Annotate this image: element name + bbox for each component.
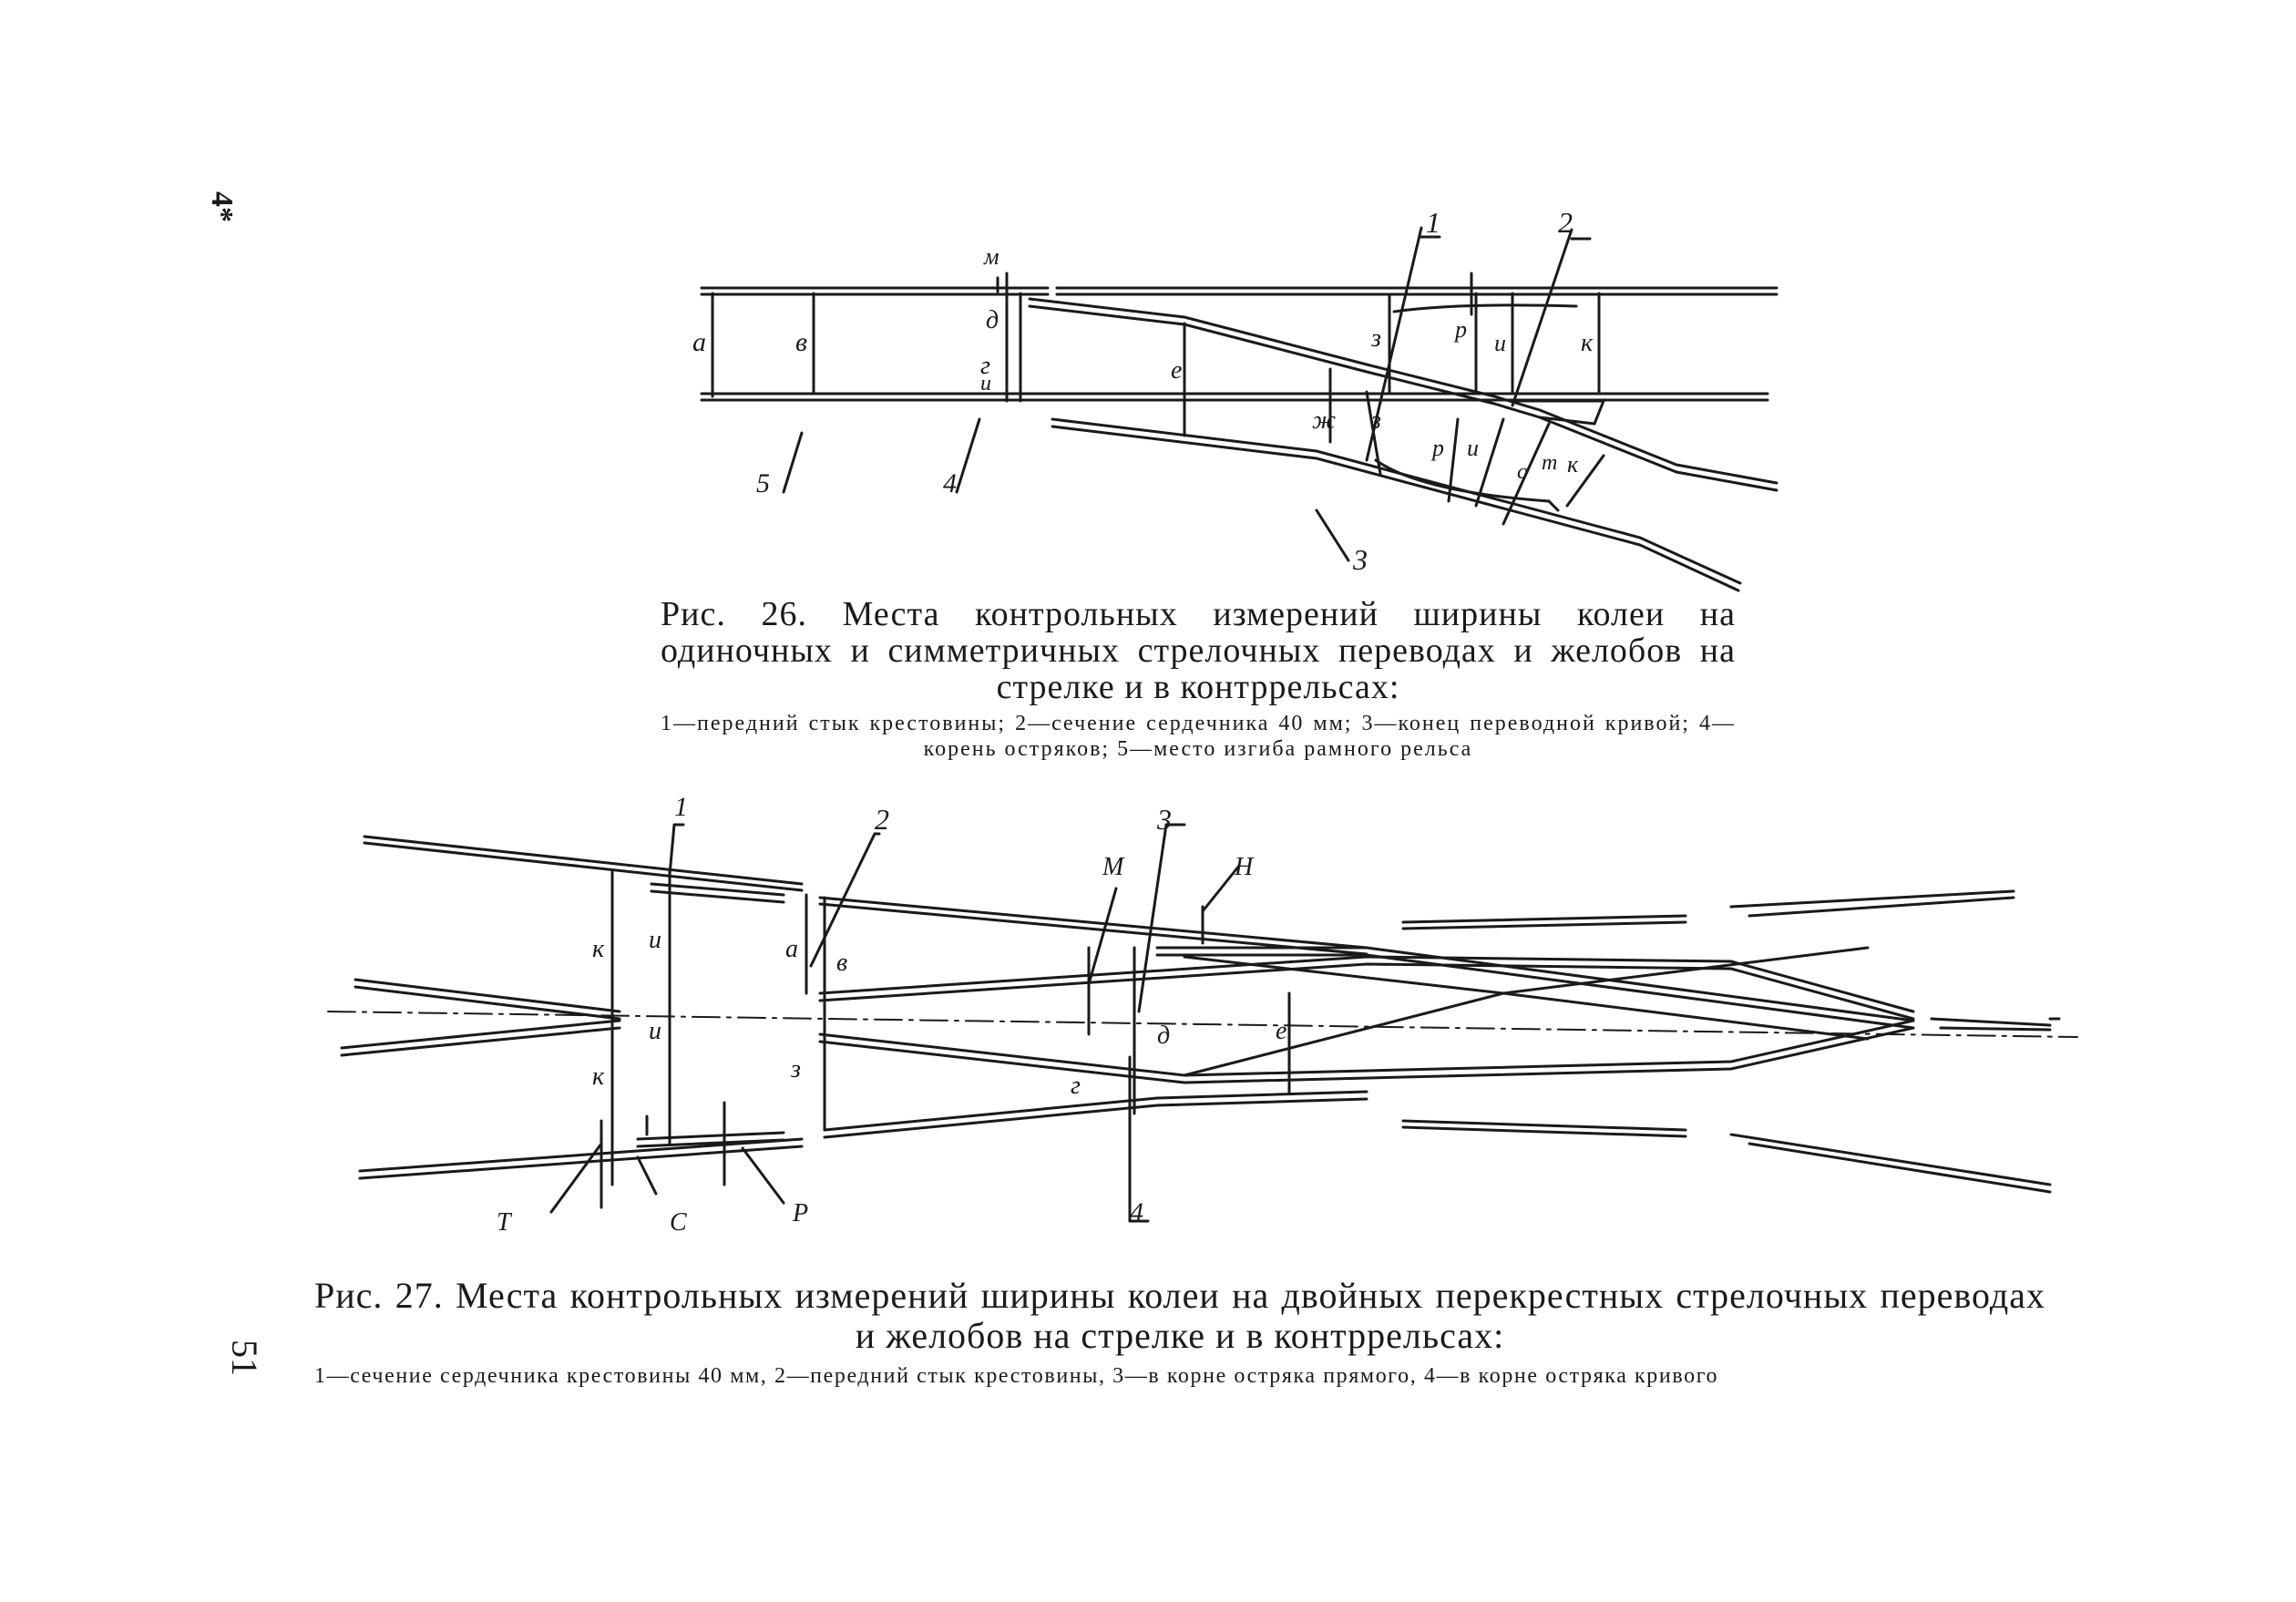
dimension-label-k: к	[592, 1063, 605, 1091]
dimension-label-i: и	[649, 926, 661, 954]
dimension-label-i: и	[980, 372, 991, 395]
dimension-label-z: з	[1370, 324, 1381, 353]
dimension-label-e: е	[1276, 1017, 1286, 1045]
dimension-label-s: с	[1517, 460, 1527, 484]
rail	[650, 882, 785, 904]
dimension-label-k: к	[1567, 451, 1579, 478]
dimension-label-zh: ж	[1312, 406, 1336, 435]
callout-3: 3	[1156, 803, 1172, 836]
dimension-label-r: р	[1453, 316, 1467, 343]
dimension-label-d: д	[986, 306, 999, 334]
rail	[818, 1019, 1915, 1084]
rail	[358, 1090, 1368, 1180]
dimension-label-i: и	[1467, 435, 1479, 461]
dimension-label-i: и	[649, 1017, 661, 1045]
dimension-label-v: в	[795, 327, 807, 357]
dimension-label-e: е	[1171, 356, 1182, 385]
dimension-label-P: Р	[792, 1199, 808, 1227]
callout-3: 3	[1352, 543, 1368, 576]
rail	[1930, 1017, 2061, 1032]
rail	[1183, 946, 1870, 1077]
dimension-label-a: а	[785, 935, 798, 963]
callout-2: 2	[875, 803, 889, 836]
leader-line	[549, 823, 1241, 1223]
dimension-label-k: к	[592, 935, 605, 963]
rail	[1401, 1119, 2052, 1194]
dimension-label-g: г	[1071, 1072, 1081, 1100]
figure-26-caption: Рис. 26. Места контрольных измерений шир…	[661, 595, 1736, 706]
dimension-line	[711, 272, 1605, 526]
dimension-label-z: з	[1370, 406, 1381, 435]
dimension-label-T: Т	[497, 1208, 513, 1237]
figure-27-legend: 1—сечение сердечника крестовины 40 мм, 2…	[314, 1364, 1719, 1388]
dimension-label-r: р	[1430, 435, 1444, 461]
rail	[636, 1131, 785, 1148]
dimension-label-M: М	[1102, 853, 1125, 881]
dimension-label-t: т	[1542, 451, 1557, 475]
rail	[1401, 889, 2015, 930]
dimension-label-a: а	[692, 327, 706, 357]
figure-26-legend: 1—передний стык крестовины; 2—сечение се…	[661, 712, 1736, 761]
rail	[1374, 458, 1560, 512]
dimension-label-H: Н	[1234, 853, 1255, 881]
dimension-label-k: к	[1581, 329, 1594, 357]
rail	[340, 978, 621, 1057]
dimension-label-v: в	[836, 949, 847, 977]
rail	[1155, 946, 1915, 1030]
rail	[1028, 297, 1778, 485]
callout-1: 1	[1426, 206, 1440, 239]
dimension-label-m: м	[983, 243, 999, 270]
dimension-label-C: С	[670, 1208, 687, 1237]
dimension-line	[600, 868, 1291, 1209]
callout-4: 4	[1130, 1197, 1143, 1227]
callout-2: 2	[1558, 206, 1573, 239]
dimension-label-i: и	[1494, 330, 1506, 356]
leader-line	[782, 226, 1592, 562]
dimension-label-g: г	[980, 352, 990, 380]
callout-1: 1	[674, 792, 688, 822]
rail	[818, 955, 1915, 1021]
callout-5: 5	[756, 468, 770, 498]
rail	[700, 286, 1778, 296]
dimension-label-d: д	[1157, 1022, 1170, 1050]
callout-4: 4	[943, 468, 957, 498]
axis-line	[327, 1011, 2078, 1038]
figure-27-caption: Рис. 27. Места контрольных измерений шир…	[314, 1275, 2045, 1356]
dimension-label-z: з	[790, 1055, 801, 1083]
rail	[363, 835, 1368, 956]
